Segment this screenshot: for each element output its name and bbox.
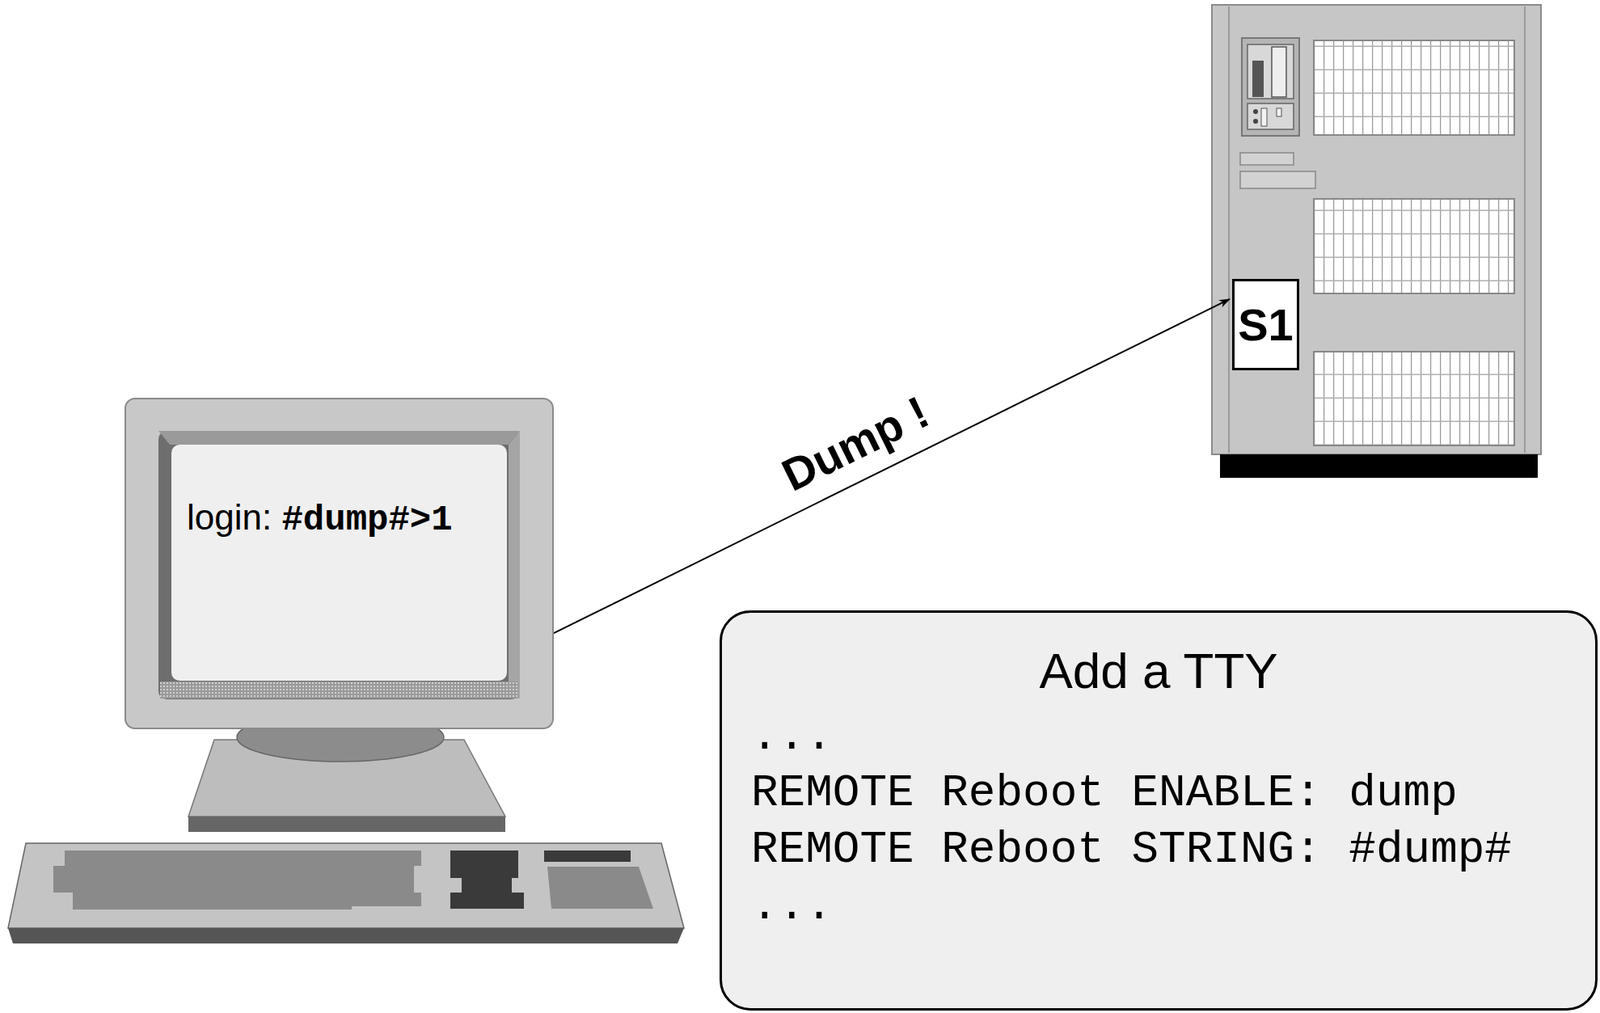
screen-text: login: #dump#>1 (186, 496, 493, 541)
connector-label: Dump ! (776, 389, 937, 500)
config-line: ... (751, 878, 1567, 935)
config-line: ... (751, 708, 1567, 765)
config-panel: Add a TTY...REMOTE Reboot ENABLE: dumpRE… (719, 610, 1598, 1011)
monitor-stand (188, 713, 506, 832)
monitor-bezel (124, 397, 554, 730)
arrow-connector (553, 299, 1230, 634)
typed-input: #dump#>1 (281, 499, 452, 541)
terminal-monitor: login: #dump#>1 (124, 397, 554, 730)
prompt-text: login: (186, 497, 282, 537)
config-line: REMOTE Reboot STRING: #dump# (751, 821, 1567, 879)
config-line: REMOTE Reboot ENABLE: dump (751, 764, 1567, 822)
server-cabinet (1211, 4, 1541, 478)
panel-title: Add a TTY (751, 637, 1567, 706)
server-tag: S1 (1232, 278, 1300, 371)
keyboard (8, 843, 684, 944)
unit-label: S1 (1237, 302, 1294, 348)
screen-area: login: #dump#>1 (171, 444, 507, 549)
